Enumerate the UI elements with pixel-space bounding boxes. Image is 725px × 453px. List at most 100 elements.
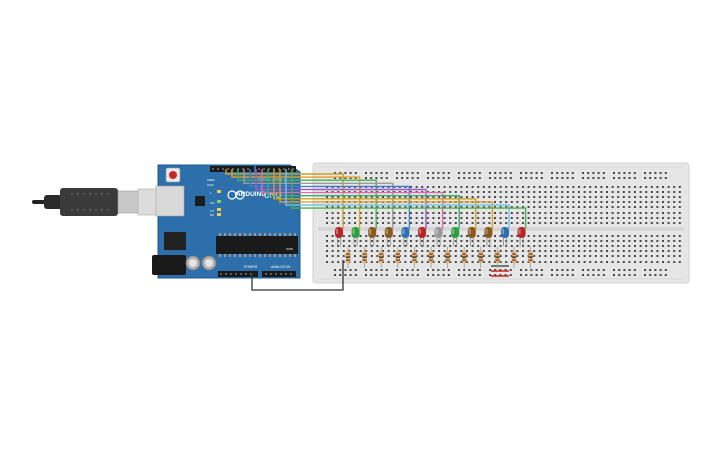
- rail-hole[interactable]: [375, 177, 378, 179]
- breadboard-hole[interactable]: [533, 222, 536, 224]
- breadboard-hole[interactable]: [354, 217, 356, 219]
- breadboard-hole[interactable]: [488, 245, 491, 247]
- rail-hole[interactable]: [659, 177, 662, 179]
- rail-hole[interactable]: [468, 172, 471, 174]
- breadboard-hole[interactable]: [471, 261, 474, 263]
- breadboard-hole[interactable]: [376, 212, 379, 214]
- breadboard-hole[interactable]: [337, 212, 340, 214]
- jumper-wire[interactable]: [231, 169, 361, 229]
- breadboard-hole[interactable]: [662, 235, 664, 237]
- breadboard-hole[interactable]: [533, 255, 536, 257]
- breadboard-hole[interactable]: [600, 240, 603, 242]
- rail-hole[interactable]: [447, 177, 450, 179]
- breadboard-hole[interactable]: [639, 196, 642, 198]
- breadboard-hole[interactable]: [326, 250, 328, 252]
- breadboard-hole[interactable]: [645, 206, 648, 208]
- breadboard-hole[interactable]: [533, 201, 536, 203]
- breadboard-hole[interactable]: [460, 217, 463, 219]
- breadboard-hole[interactable]: [471, 186, 474, 188]
- rail-hole[interactable]: [556, 177, 559, 179]
- breadboard-hole[interactable]: [578, 217, 580, 219]
- rail-hole[interactable]: [499, 172, 502, 174]
- breadboard-hole[interactable]: [662, 222, 664, 224]
- breadboard-hole[interactable]: [589, 235, 592, 237]
- breadboard-hole[interactable]: [421, 212, 424, 214]
- breadboard-hole[interactable]: [678, 245, 681, 247]
- rail-hole[interactable]: [499, 274, 502, 276]
- breadboard-hole[interactable]: [516, 222, 519, 224]
- breadboard-hole[interactable]: [628, 222, 631, 224]
- rail-hole[interactable]: [556, 274, 559, 276]
- breadboard-hole[interactable]: [354, 240, 356, 242]
- breadboard-hole[interactable]: [499, 250, 502, 252]
- breadboard-hole[interactable]: [678, 186, 681, 188]
- breadboard-hole[interactable]: [370, 255, 373, 257]
- breadboard-hole[interactable]: [566, 191, 569, 193]
- rail-hole[interactable]: [561, 172, 564, 174]
- rail-hole[interactable]: [649, 274, 652, 276]
- breadboard-hole[interactable]: [589, 186, 592, 188]
- breadboard-hole[interactable]: [617, 261, 620, 263]
- rail-hole[interactable]: [664, 274, 667, 276]
- breadboard-hole[interactable]: [667, 196, 670, 198]
- breadboard-hole[interactable]: [342, 245, 345, 247]
- breadboard-hole[interactable]: [600, 191, 603, 193]
- breadboard-hole[interactable]: [622, 245, 625, 247]
- breadboard-hole[interactable]: [544, 240, 547, 242]
- rail-hole[interactable]: [597, 269, 600, 271]
- rail-hole[interactable]: [401, 269, 404, 271]
- breadboard-hole[interactable]: [622, 222, 625, 224]
- breadboard-hole[interactable]: [387, 255, 390, 257]
- breadboard-hole[interactable]: [656, 250, 659, 252]
- breadboard-hole[interactable]: [555, 261, 558, 263]
- breadboard-hole[interactable]: [527, 250, 530, 252]
- rail-hole[interactable]: [427, 274, 429, 276]
- breadboard-hole[interactable]: [527, 186, 530, 188]
- rail-hole[interactable]: [613, 177, 615, 179]
- rail-hole[interactable]: [365, 269, 367, 271]
- breadboard-hole[interactable]: [566, 212, 569, 214]
- breadboard-hole[interactable]: [359, 235, 362, 237]
- breadboard-hole[interactable]: [510, 201, 513, 203]
- breadboard-hole[interactable]: [438, 255, 440, 257]
- breadboard-hole[interactable]: [443, 186, 446, 188]
- breadboard-hole[interactable]: [449, 217, 452, 219]
- breadboard-hole[interactable]: [415, 240, 418, 242]
- breadboard-hole[interactable]: [421, 261, 424, 263]
- breadboard-hole[interactable]: [505, 201, 508, 203]
- breadboard-hole[interactable]: [438, 217, 440, 219]
- breadboard-hole[interactable]: [617, 250, 620, 252]
- breadboard-hole[interactable]: [404, 206, 407, 208]
- rail-hole[interactable]: [396, 172, 398, 174]
- breadboard-hole[interactable]: [645, 196, 648, 198]
- breadboard-hole[interactable]: [477, 186, 480, 188]
- rail-hole[interactable]: [396, 269, 398, 271]
- breadboard-hole[interactable]: [617, 212, 620, 214]
- rail-hole[interactable]: [344, 274, 347, 276]
- breadboard-hole[interactable]: [600, 255, 603, 257]
- breadboard-hole[interactable]: [488, 222, 491, 224]
- breadboard-hole[interactable]: [578, 235, 580, 237]
- led-body[interactable]: [451, 227, 460, 238]
- breadboard-hole[interactable]: [656, 235, 659, 237]
- led[interactable]: [418, 227, 426, 246]
- rail-hole[interactable]: [334, 274, 336, 276]
- breadboard-hole[interactable]: [387, 217, 390, 219]
- rail-hole[interactable]: [649, 177, 652, 179]
- breadboard-hole[interactable]: [538, 261, 541, 263]
- breadboard-hole[interactable]: [348, 196, 351, 198]
- resistor[interactable]: [511, 247, 517, 268]
- breadboard-hole[interactable]: [572, 222, 575, 224]
- rail-hole[interactable]: [623, 269, 626, 271]
- breadboard-hole[interactable]: [505, 222, 508, 224]
- breadboard-hole[interactable]: [617, 240, 620, 242]
- breadboard-hole[interactable]: [326, 222, 328, 224]
- breadboard-hole[interactable]: [326, 240, 328, 242]
- rail-hole[interactable]: [406, 177, 409, 179]
- breadboard-hole[interactable]: [488, 250, 491, 252]
- breadboard-hole[interactable]: [617, 206, 620, 208]
- breadboard-hole[interactable]: [398, 250, 401, 252]
- breadboard-hole[interactable]: [617, 245, 620, 247]
- breadboard-hole[interactable]: [516, 196, 519, 198]
- breadboard-hole[interactable]: [516, 212, 519, 214]
